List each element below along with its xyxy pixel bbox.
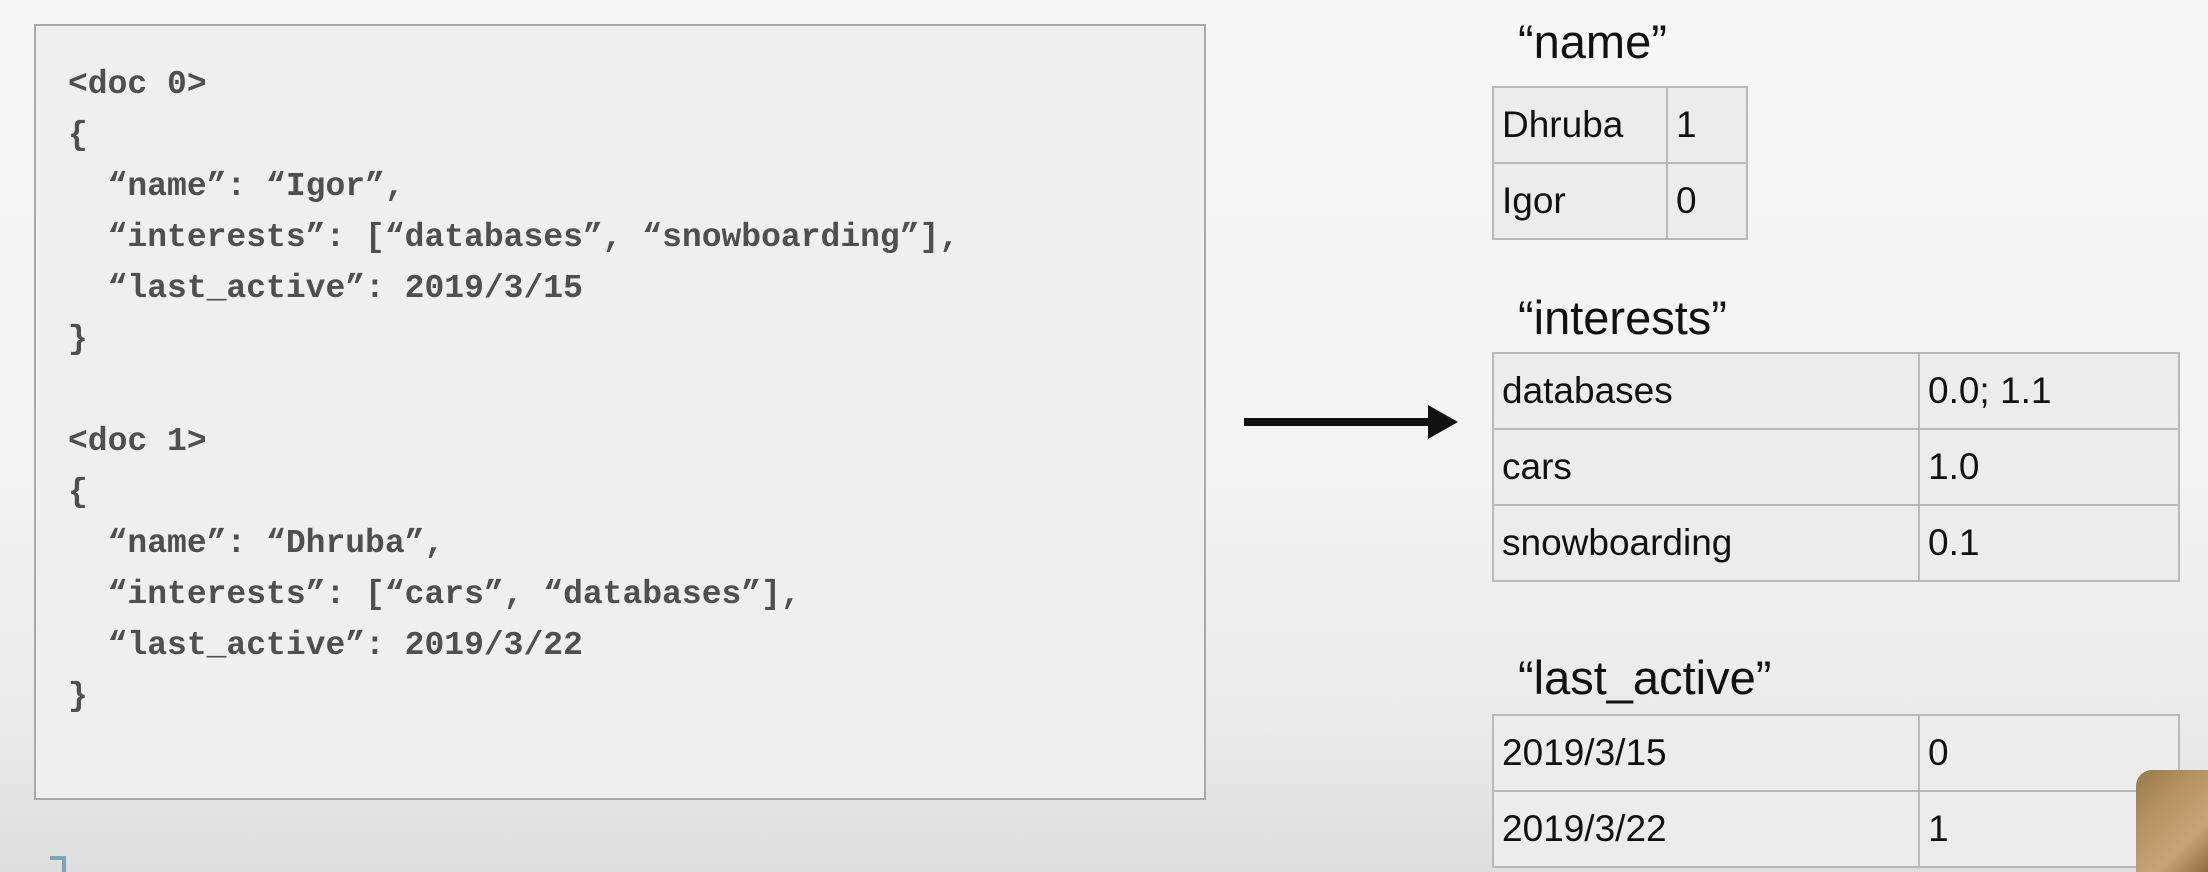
- table-cell-key: snowboarding: [1492, 504, 1920, 582]
- code-line: {: [68, 474, 88, 511]
- code-line: “last_active”: 2019/3/15: [68, 270, 583, 307]
- table-cell-value: 0.1: [1918, 504, 2180, 582]
- code-blank-line: [68, 365, 959, 416]
- table-row: Igor 0: [1492, 162, 1748, 240]
- table-cell-key: 2019/3/22: [1492, 790, 1920, 868]
- code-line: “name”: “Dhruba”,: [68, 525, 445, 562]
- table-row: snowboarding 0.1: [1492, 504, 2180, 582]
- name-index-title: “name”: [1518, 15, 1667, 68]
- table-cell-key: 2019/3/15: [1492, 714, 1920, 792]
- arrow-shaft: [1244, 418, 1432, 426]
- code-line: “name”: “Igor”,: [68, 168, 405, 205]
- name-index-table: Dhruba 1 Igor 0: [1492, 86, 1748, 240]
- code-line: <doc 1>: [68, 423, 207, 460]
- code-line: }: [68, 678, 88, 715]
- code-line: }: [68, 321, 88, 358]
- last-active-index-table: 2019/3/15 0 2019/3/22 1: [1492, 714, 2180, 868]
- code-line: “interests”: [“cars”, “databases”],: [68, 576, 801, 613]
- code-line: “interests”: [“databases”, “snowboarding…: [68, 219, 960, 256]
- table-cell-key: databases: [1492, 352, 1920, 430]
- bracket-icon: [50, 856, 66, 872]
- arrow-right-icon: [1428, 405, 1458, 439]
- table-cell-value: 1.0: [1918, 428, 2180, 506]
- presenter-video-thumbnail: [2136, 770, 2208, 872]
- table-row: 2019/3/22 1: [1492, 790, 2180, 868]
- interests-index-table: databases 0.0; 1.1 cars 1.0 snowboarding…: [1492, 352, 2180, 582]
- table-row: cars 1.0: [1492, 428, 2180, 506]
- code-line: {: [68, 117, 88, 154]
- table-row: 2019/3/15 0: [1492, 714, 2180, 792]
- last-active-index-title: “last_active”: [1518, 651, 1772, 704]
- table-cell-key: cars: [1492, 428, 1920, 506]
- code-line: <doc 0>: [68, 66, 207, 103]
- code-line: “last_active”: 2019/3/22: [68, 627, 583, 664]
- table-cell-key: Igor: [1492, 162, 1668, 240]
- table-cell-key: Dhruba: [1492, 86, 1668, 164]
- table-cell-value: 1: [1666, 86, 1748, 164]
- interests-index-title: “interests”: [1518, 291, 1727, 344]
- documents-panel: <doc 0> { “name”: “Igor”, “interests”: [“…: [34, 24, 1206, 800]
- table-cell-value: 0.0; 1.1: [1918, 352, 2180, 430]
- table-row: databases 0.0; 1.1: [1492, 352, 2180, 430]
- table-cell-value: 0: [1666, 162, 1748, 240]
- documents-code: <doc 0> { “name”: “Igor”, “interests”: [“…: [68, 59, 959, 722]
- table-row: Dhruba 1: [1492, 86, 1748, 164]
